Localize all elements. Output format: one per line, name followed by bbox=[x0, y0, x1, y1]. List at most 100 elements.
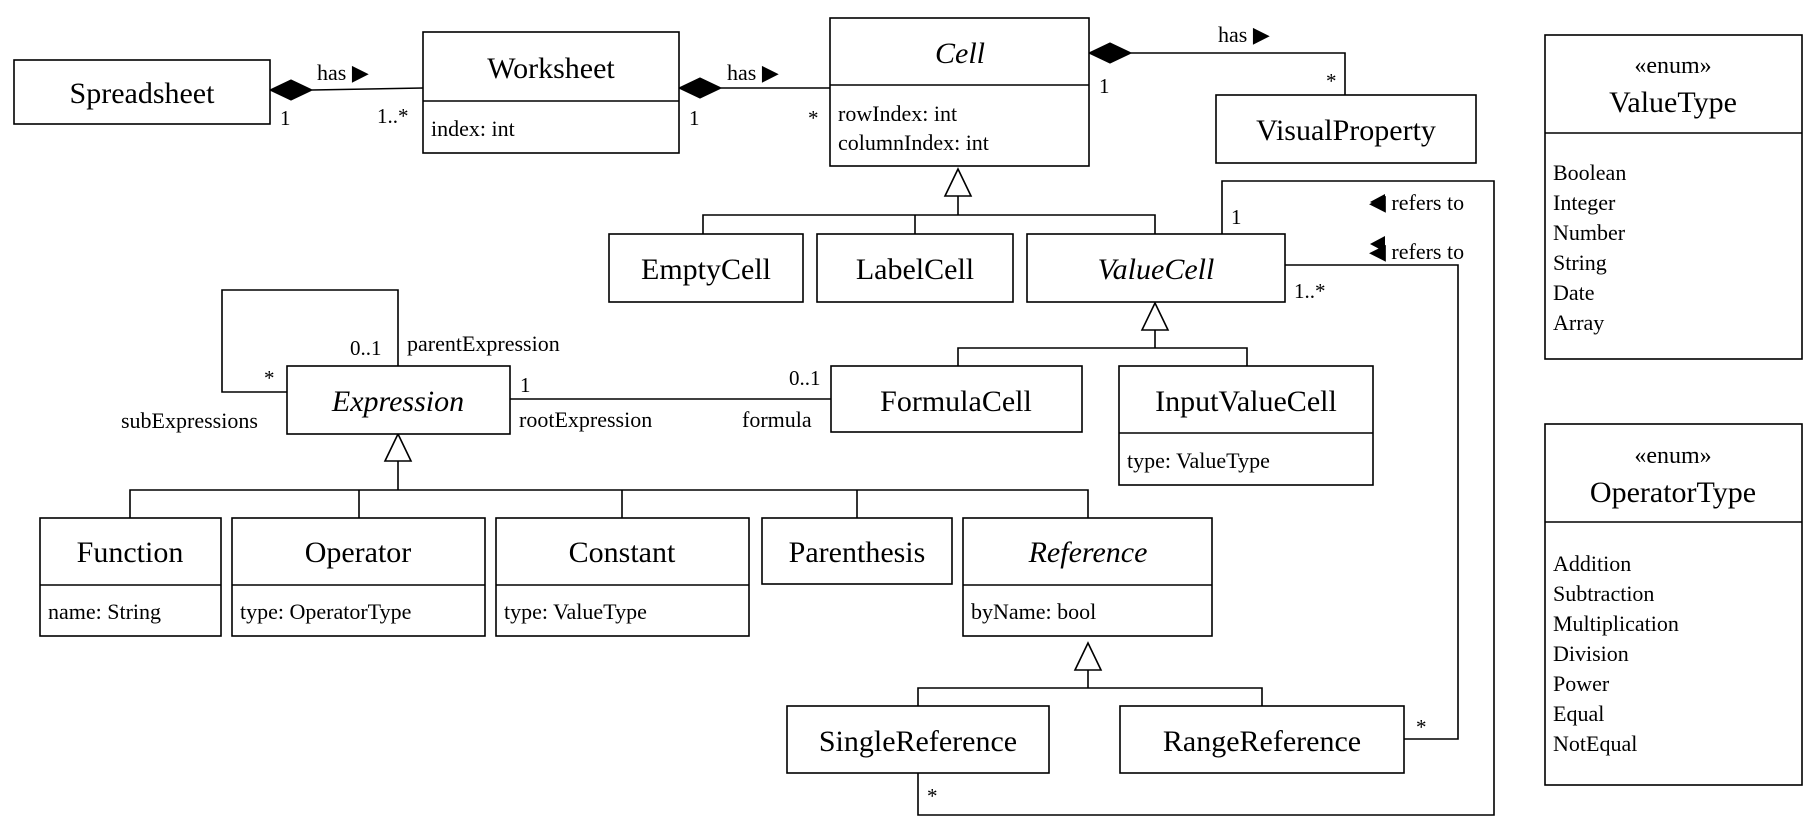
multiplicity: * bbox=[808, 106, 819, 130]
assoc-cell-visualproperty bbox=[1131, 52, 1346, 95]
class-name: LabelCell bbox=[856, 253, 974, 286]
class-emptycell[interactable]: EmptyCell bbox=[608, 233, 804, 303]
multiplicity: 1 bbox=[689, 106, 700, 130]
class-valuecell[interactable]: ValueCell bbox=[1026, 233, 1286, 303]
role-label: subExpressions bbox=[121, 408, 258, 433]
gen-valuecell-subclasses bbox=[957, 347, 1248, 366]
class-reference[interactable]: Reference byName: bool bbox=[962, 517, 1213, 637]
class-formulacell[interactable]: FormulaCell bbox=[830, 365, 1083, 433]
enum-value: Subtraction bbox=[1553, 581, 1654, 606]
role-label: formula bbox=[742, 407, 812, 432]
enum-value: Power bbox=[1553, 671, 1610, 696]
enum-value: Equal bbox=[1553, 701, 1604, 726]
composition-diamond-spreadsheet bbox=[268, 79, 314, 101]
class-worksheet[interactable]: Worksheet index: int bbox=[422, 31, 680, 154]
class-cell[interactable]: Cell rowIndex: int columnIndex: int bbox=[829, 17, 1090, 167]
enum-value: Date bbox=[1553, 280, 1595, 305]
class-function[interactable]: Function name: String bbox=[39, 517, 222, 637]
class-attribute: byName: bool bbox=[971, 599, 1096, 624]
class-rangereference[interactable]: RangeReference bbox=[1119, 705, 1405, 774]
composition-diamond-worksheet bbox=[677, 77, 723, 99]
multiplicity: 0..1 bbox=[350, 336, 382, 360]
class-attribute: type: ValueType bbox=[504, 599, 647, 624]
association-labels: has ▶ 1 1..* has ▶ 1 * has ▶ 1 * 0..1 pa… bbox=[121, 22, 1464, 808]
enum-stereotype: «enum» bbox=[1634, 53, 1711, 79]
multiplicity: 1..* bbox=[1294, 279, 1326, 303]
generalization-triangle-cell bbox=[943, 167, 973, 197]
class-visualproperty[interactable]: VisualProperty bbox=[1215, 94, 1477, 164]
enum-value: String bbox=[1553, 250, 1607, 275]
gen-expression-subclasses bbox=[129, 489, 1089, 518]
enum-value: Boolean bbox=[1553, 160, 1626, 185]
assoc-label: has ▶ bbox=[727, 60, 779, 85]
generalization-triangle-valuecell bbox=[1140, 301, 1170, 331]
enum-value: Multiplication bbox=[1553, 611, 1679, 636]
class-constant[interactable]: Constant type: ValueType bbox=[495, 517, 750, 637]
class-attribute: columnIndex: int bbox=[838, 130, 989, 155]
assoc-expression-self bbox=[221, 289, 399, 393]
class-attribute: name: String bbox=[48, 599, 161, 624]
class-singlereference[interactable]: SingleReference bbox=[786, 705, 1050, 774]
class-parenthesis[interactable]: Parenthesis bbox=[761, 517, 953, 585]
gen-cell-subclasses bbox=[702, 214, 1156, 234]
class-name: Worksheet bbox=[487, 52, 615, 85]
class-name: Constant bbox=[569, 536, 676, 569]
assoc-label: ◀ refers to bbox=[1369, 190, 1464, 215]
class-name: Function bbox=[77, 536, 184, 569]
enum-operatortype[interactable]: «enum» OperatorType Addition Subtraction… bbox=[1544, 423, 1803, 786]
class-expression[interactable]: Expression bbox=[286, 365, 511, 435]
generalization-triangle-expression bbox=[383, 432, 413, 462]
assoc-singlereference-valuecell bbox=[917, 180, 1495, 816]
composition-diamond-cell bbox=[1087, 42, 1133, 64]
class-name: FormulaCell bbox=[880, 385, 1032, 418]
class-name: Reference bbox=[1028, 536, 1148, 569]
class-operator[interactable]: Operator type: OperatorType bbox=[231, 517, 486, 637]
enum-value: Array bbox=[1553, 310, 1604, 335]
gen-reference-subclasses bbox=[917, 687, 1263, 706]
class-name: Operator bbox=[305, 536, 412, 569]
multiplicity: 1 bbox=[1099, 74, 1110, 98]
enum-value: Division bbox=[1553, 641, 1629, 666]
role-label: parentExpression bbox=[407, 331, 560, 356]
class-labelcell[interactable]: LabelCell bbox=[816, 233, 1014, 303]
assoc-spreadsheet-worksheet bbox=[311, 87, 424, 91]
multiplicity: 1 bbox=[280, 106, 291, 130]
class-attribute: type: ValueType bbox=[1127, 448, 1270, 473]
enum-value: NotEqual bbox=[1553, 731, 1637, 756]
refers-to-arrow-range bbox=[1370, 236, 1385, 252]
class-name: Parenthesis bbox=[789, 536, 926, 569]
class-name: RangeReference bbox=[1163, 725, 1361, 758]
generalization-triangle-reference bbox=[1073, 641, 1103, 671]
assoc-label: has ▶ bbox=[317, 60, 369, 85]
association-edges bbox=[129, 42, 1495, 816]
class-inputvaluecell[interactable]: InputValueCell type: ValueType bbox=[1118, 365, 1374, 486]
role-label: rootExpression bbox=[519, 407, 652, 432]
enum-value: Number bbox=[1553, 220, 1626, 245]
multiplicity: * bbox=[1326, 69, 1337, 93]
class-attribute: index: int bbox=[431, 116, 515, 141]
multiplicity: * bbox=[927, 784, 938, 808]
assoc-label: has ▶ bbox=[1218, 22, 1270, 47]
multiplicity: * bbox=[264, 366, 275, 390]
class-name: SingleReference bbox=[819, 725, 1017, 758]
class-attribute: rowIndex: int bbox=[838, 101, 957, 126]
enum-valuetype[interactable]: «enum» ValueType Boolean Integer Number … bbox=[1544, 34, 1803, 360]
class-spreadsheet[interactable]: Spreadsheet bbox=[13, 59, 271, 125]
class-name: EmptyCell bbox=[641, 253, 771, 286]
refers-to-arrow-single bbox=[1370, 194, 1385, 210]
multiplicity: 0..1 bbox=[789, 366, 821, 390]
multiplicity: * bbox=[1416, 715, 1427, 739]
enum-name: ValueType bbox=[1609, 86, 1737, 119]
enum-value: Integer bbox=[1553, 190, 1616, 215]
class-attribute: type: OperatorType bbox=[240, 599, 411, 624]
enum-value: Addition bbox=[1553, 551, 1631, 576]
class-name: InputValueCell bbox=[1155, 385, 1337, 418]
multiplicity: 1 bbox=[520, 373, 531, 397]
enum-name: OperatorType bbox=[1590, 476, 1756, 509]
assoc-rangereference-valuecell bbox=[1285, 264, 1459, 740]
multiplicity: 1 bbox=[1231, 205, 1242, 229]
enum-stereotype: «enum» bbox=[1634, 443, 1711, 469]
class-name: VisualProperty bbox=[1256, 114, 1436, 147]
class-name: Cell bbox=[935, 37, 985, 70]
